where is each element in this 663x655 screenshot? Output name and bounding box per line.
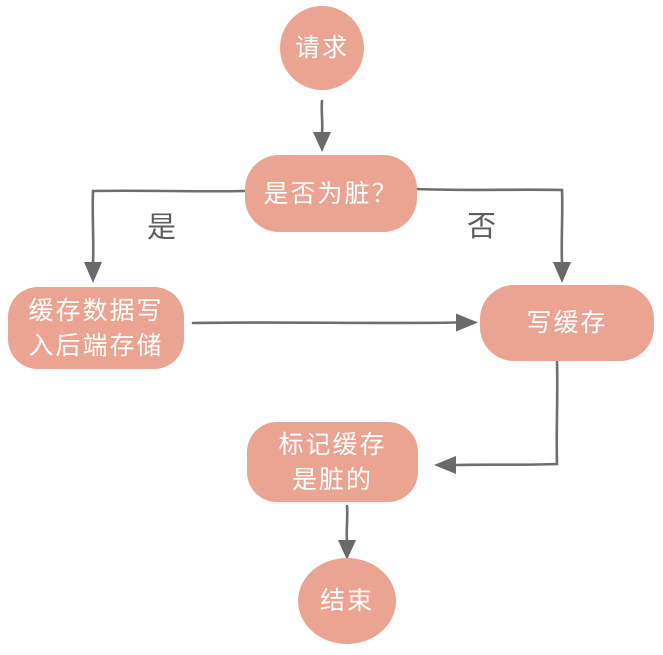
edge-start-decision xyxy=(320,99,324,135)
edge-mark-dirty-end xyxy=(345,504,349,543)
node-end: 结束 xyxy=(298,558,396,644)
arrowhead-decision-write-cache xyxy=(553,262,571,283)
edge-label-no: 否 xyxy=(467,209,497,243)
node-write-backend-label: 缓存数据写 入后端存储 xyxy=(28,295,164,361)
node-write-backend: 缓存数据写 入后端存储 xyxy=(8,287,184,369)
arrowhead-mark-dirty-end xyxy=(338,540,356,560)
arrowhead-start-decision xyxy=(313,132,331,152)
edge-label-yes: 是 xyxy=(147,210,177,244)
node-decision: 是否为脏？ xyxy=(245,155,417,232)
node-start-label: 请求 xyxy=(294,33,349,63)
arrowhead-write-cache-mark-dirty xyxy=(434,456,456,474)
node-mark-dirty-label: 标记缓存 是脏的 xyxy=(278,429,387,495)
node-decision-label: 是否为脏？ xyxy=(263,178,399,208)
edge-write-backend-write-cache xyxy=(191,321,458,325)
edge-write-cache-mark-dirty xyxy=(454,360,559,467)
node-mark-dirty: 标记缓存 是脏的 xyxy=(247,422,418,502)
node-write-cache: 写缓存 xyxy=(480,285,654,361)
arrowhead-write-backend-write-cache xyxy=(456,313,478,332)
node-start: 请求 xyxy=(280,6,364,90)
node-end-label: 结束 xyxy=(319,586,374,616)
node-write-cache-label: 写缓存 xyxy=(526,308,608,338)
arrowhead-decision-write-backend xyxy=(84,262,102,283)
